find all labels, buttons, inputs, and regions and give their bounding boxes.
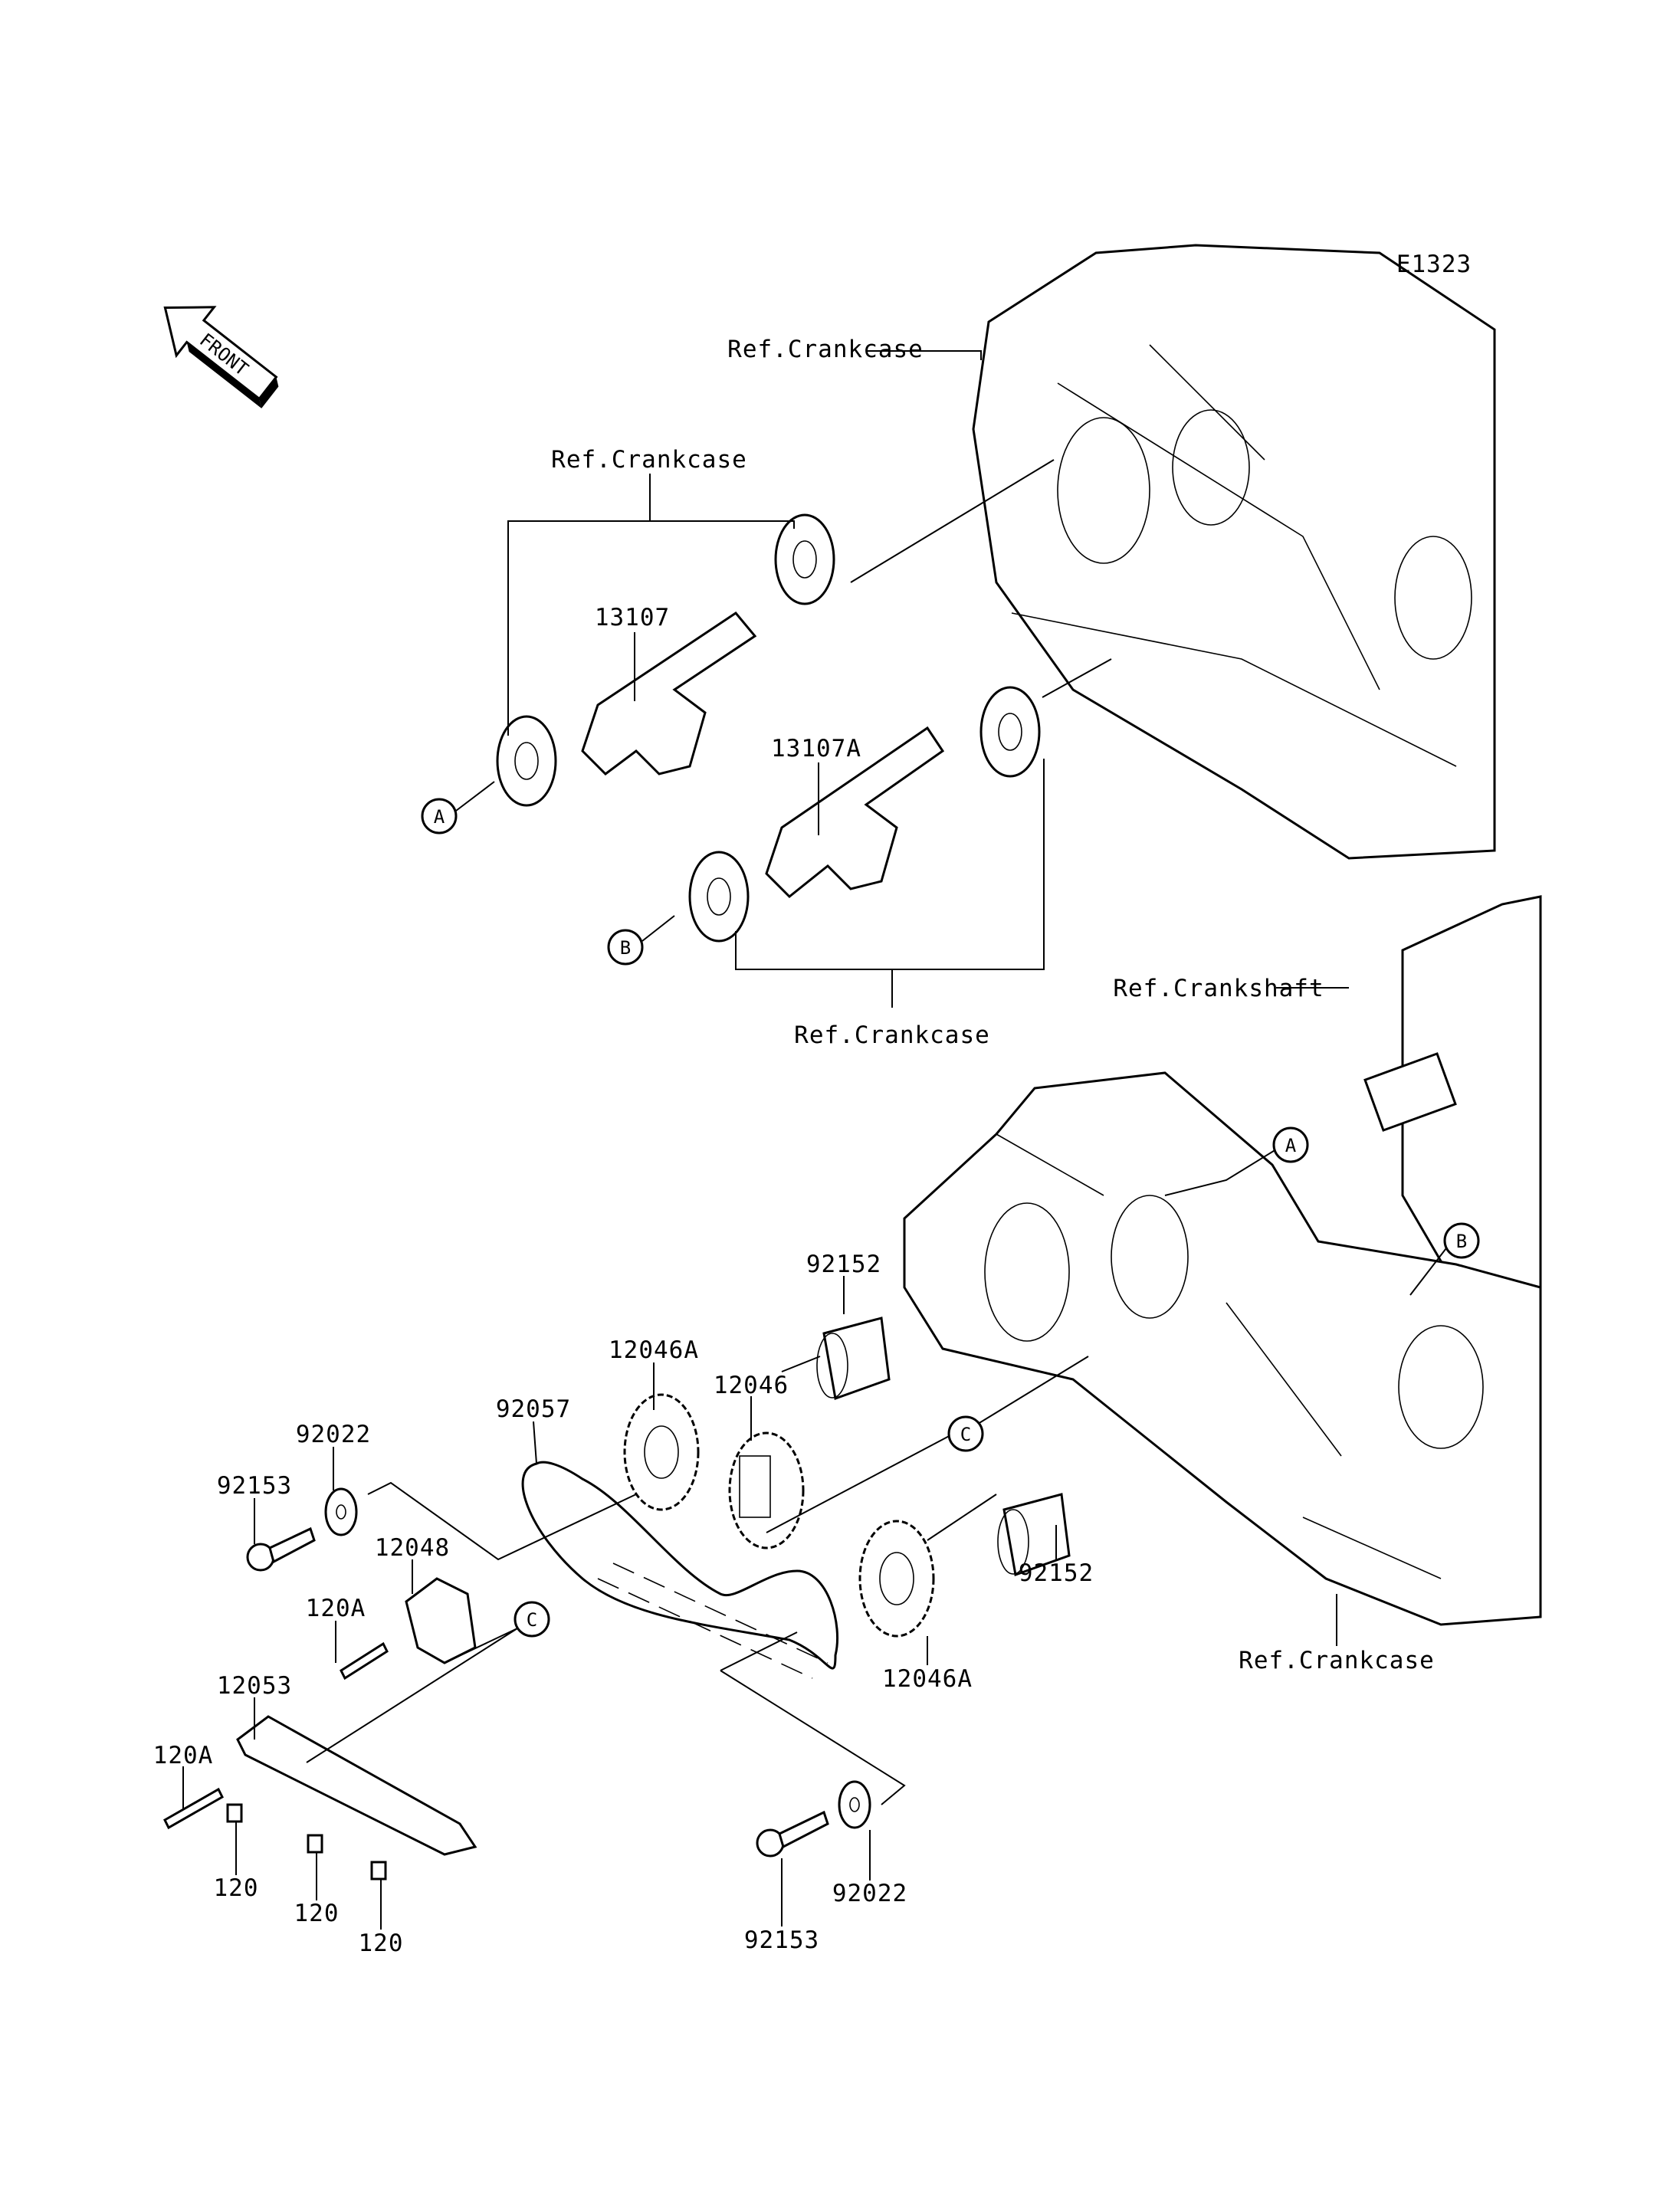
svg-text:B: B: [620, 937, 631, 959]
spacer-92152-lower: [997, 1493, 1071, 1577]
callout-a-lower: A: [1272, 1126, 1309, 1163]
part-label-92022-left[interactable]: 92022: [296, 1421, 371, 1448]
part-label-92152-lower[interactable]: 92152: [1019, 1559, 1094, 1587]
shaft-13107a: [765, 726, 945, 899]
crankcase-lower-illustration: [903, 1071, 1542, 1626]
crankshaft-illustration: [1363, 895, 1542, 1320]
ref-crankshaft[interactable]: Ref.Crankshaft: [1113, 975, 1324, 1002]
callout-a-upper: A: [421, 798, 458, 835]
front-direction-arrow-icon: FRONT: [163, 306, 279, 408]
bolt-120-1: [226, 1803, 243, 1823]
part-label-13107a[interactable]: 13107A: [771, 735, 861, 762]
bearing-upper-left: [496, 715, 557, 807]
bolt-92153-bottom: [756, 1810, 829, 1858]
part-label-12046[interactable]: 12046: [714, 1372, 789, 1399]
bolt-120-2: [307, 1834, 323, 1854]
bearing-upper-right: [774, 513, 835, 605]
part-label-12046a-upper[interactable]: 12046A: [609, 1336, 699, 1364]
svg-text:B: B: [1456, 1231, 1467, 1252]
part-label-12048[interactable]: 12048: [375, 1534, 450, 1562]
part-label-120-2[interactable]: 120: [294, 1900, 340, 1927]
guide-12053: [236, 1715, 477, 1856]
svg-text:A: A: [434, 806, 445, 828]
sprocket-12046: [728, 1431, 805, 1549]
part-label-92057[interactable]: 92057: [496, 1395, 571, 1423]
washer-92022-left: [324, 1487, 358, 1536]
bearing-lower-left: [688, 851, 750, 943]
svg-text:C: C: [527, 1609, 537, 1631]
part-label-13107[interactable]: 13107: [595, 604, 670, 631]
part-label-120a-lower[interactable]: 120A: [153, 1742, 214, 1769]
crankcase-upper-illustration: [972, 244, 1496, 860]
svg-text:A: A: [1285, 1135, 1297, 1156]
ref-crankcase-bearings-upper[interactable]: Ref.Crankcase: [551, 446, 747, 474]
callout-b-upper: B: [607, 929, 644, 966]
ref-crankcase-bottom[interactable]: Ref.Crankcase: [1239, 1647, 1435, 1674]
part-label-92022-bottom[interactable]: 92022: [832, 1880, 907, 1907]
part-label-120-1[interactable]: 120: [214, 1874, 259, 1902]
ref-crankcase-bearings-lower[interactable]: Ref.Crankcase: [794, 1021, 990, 1049]
bolt-120a-lower: [163, 1787, 224, 1830]
spacer-92152-upper: [816, 1317, 891, 1401]
part-label-92152-upper[interactable]: 92152: [806, 1251, 881, 1278]
bolt-120-3: [370, 1861, 387, 1881]
sprocket-12046a-lower: [858, 1520, 935, 1638]
washer-92022-bottom: [838, 1780, 871, 1829]
part-label-12053[interactable]: 12053: [217, 1672, 292, 1700]
callout-b-lower: B: [1443, 1222, 1480, 1259]
diagram-code: E1323: [1396, 251, 1472, 278]
sprocket-12046a-upper: [623, 1393, 700, 1511]
part-label-92153-left[interactable]: 92153: [217, 1472, 292, 1500]
callout-c-tensioner: C: [514, 1601, 550, 1638]
chain-92057: [521, 1461, 839, 1679]
part-label-120a-upper[interactable]: 120A: [306, 1595, 366, 1622]
part-label-92153-bottom[interactable]: 92153: [744, 1926, 819, 1954]
callout-c-crankcase: C: [947, 1415, 984, 1452]
part-label-12046a-lower[interactable]: 12046A: [882, 1665, 973, 1693]
svg-text:C: C: [960, 1424, 971, 1445]
part-label-120-3[interactable]: 120: [359, 1930, 404, 1957]
ref-crankcase-top[interactable]: Ref.Crankcase: [727, 336, 924, 363]
bolt-120a-upper: [340, 1641, 389, 1681]
bearing-lower-right: [979, 686, 1041, 778]
shaft-13107: [581, 612, 757, 776]
bolt-92153-left: [246, 1526, 316, 1572]
tensioner-12048: [405, 1577, 477, 1664]
